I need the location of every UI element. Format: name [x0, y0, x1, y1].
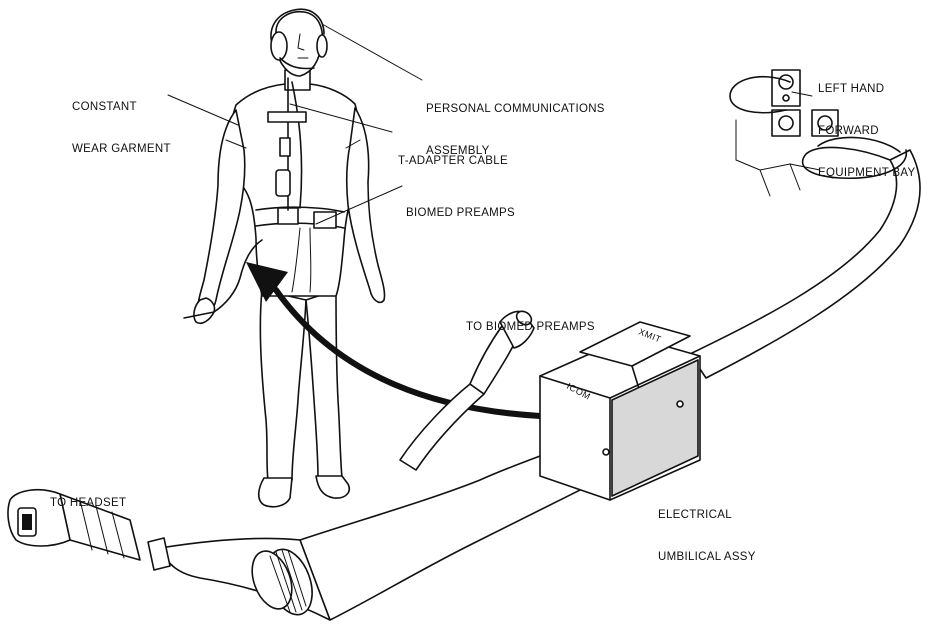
label-left-hand-forward-equipment-bay: LEFT HAND FORWARD EQUIPMENT BAY: [818, 54, 915, 194]
label-biomed-preamps: BIOMED PREAMPS: [406, 178, 515, 234]
label-electrical-umbilical-assy: ELECTRICAL UMBILICAL ASSY: [658, 480, 756, 578]
junction-box: XMIT ICOM: [540, 322, 700, 500]
label-to-headset: TO HEADSET: [50, 468, 126, 524]
label-t-adapter-cable: T-ADAPTER CABLE: [398, 126, 508, 182]
label-constant-wear-garment: CONSTANT WEAR GARMENT: [72, 72, 171, 170]
label-to-biomed-preamps: TO BIOMED PREAMPS: [466, 292, 595, 348]
astronaut-figure: [184, 9, 385, 507]
